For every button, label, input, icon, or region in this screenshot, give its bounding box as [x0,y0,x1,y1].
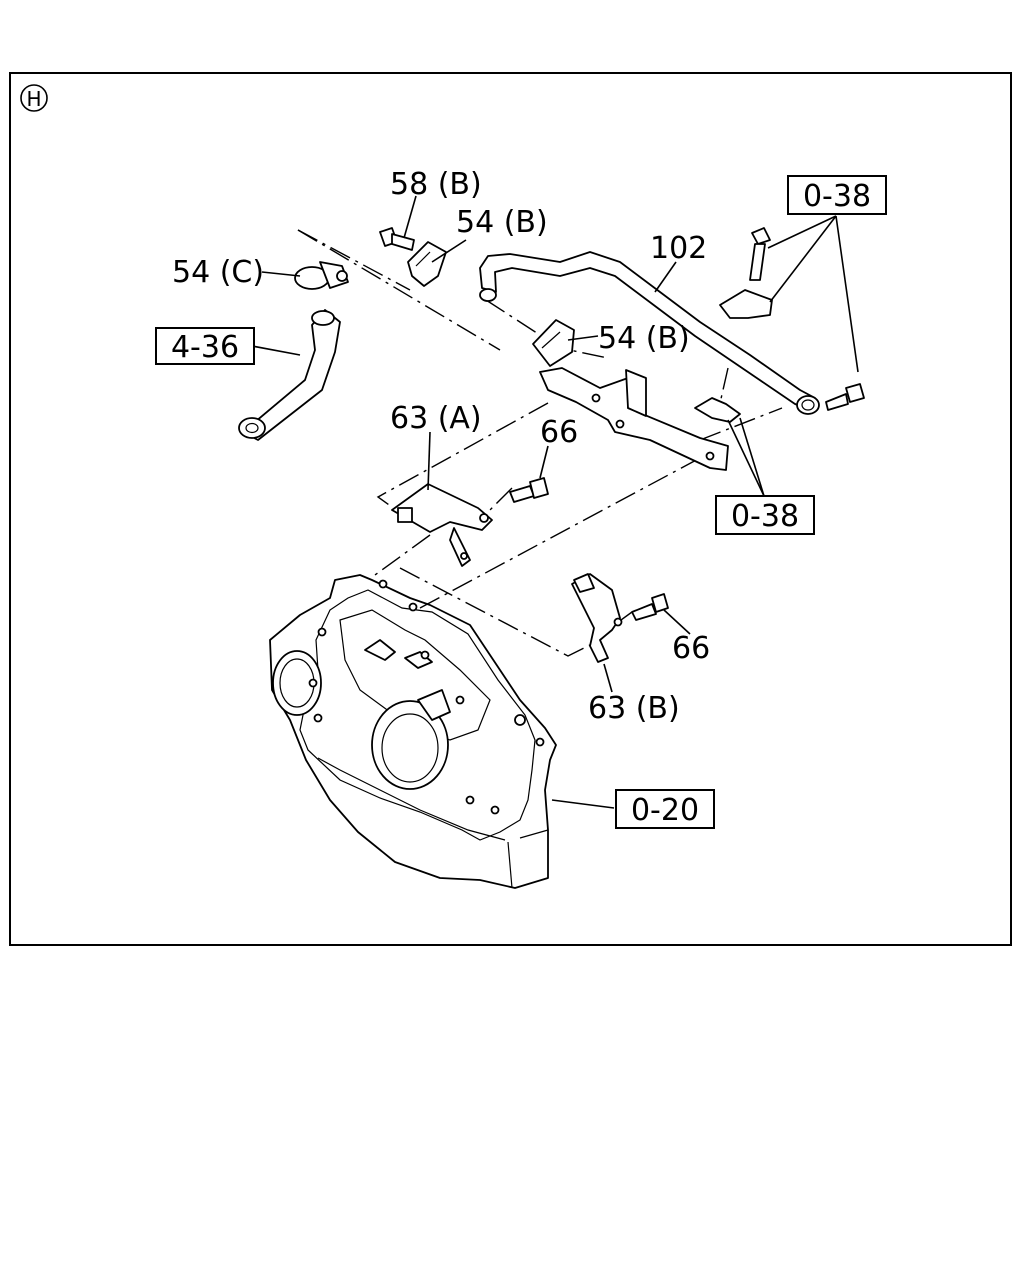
view-marker: H [20,84,48,112]
support-bracket [539,367,729,471]
label-54b-mid: 54 (B) [598,321,690,356]
bolt-66-upper [509,477,549,503]
pipe-clamp-upper [719,227,773,319]
ref-box-4-36: 4-36 [155,327,255,365]
label-54b-top: 54 (B) [456,205,548,240]
part-labels: 58 (B) 54 (B) 54 (C) 102 54 (B) 63 (A) 6… [172,167,710,726]
clip-54b-mid [532,319,575,367]
ref-box-0-38-bottom: 0-38 [715,495,815,535]
label-54c: 54 (C) [172,255,264,290]
flywheel-housing [269,574,557,889]
pipe-clamp-lower [694,397,741,423]
label-102: 102 [650,231,707,266]
label-66-upper: 66 [540,415,578,450]
label-66-lower: 66 [672,631,710,666]
label-58b: 58 (B) [390,167,482,202]
ref-0-20-text: 0-20 [631,793,699,828]
clip-54b-top [407,241,447,287]
bolt-right [825,383,865,411]
bracket-63b [571,573,623,663]
bolt-58b [379,227,415,251]
pipe-102 [479,251,820,415]
ref-0-38-bottom-text: 0-38 [731,499,799,534]
hose-part [238,309,341,441]
leader-lines [251,195,859,809]
ref-0-38-top-text: 0-38 [803,179,871,214]
view-marker-letter: H [26,87,41,111]
bracket-63a [391,483,493,567]
ref-box-0-20: 0-20 [615,789,715,829]
label-63a: 63 (A) [390,401,482,436]
label-63b: 63 (B) [588,691,680,726]
bolt-66-lower [631,593,669,621]
ref-box-0-38-top: 0-38 [787,175,887,215]
hose-clamp-54c [294,261,349,290]
ref-4-36-text: 4-36 [171,330,239,365]
